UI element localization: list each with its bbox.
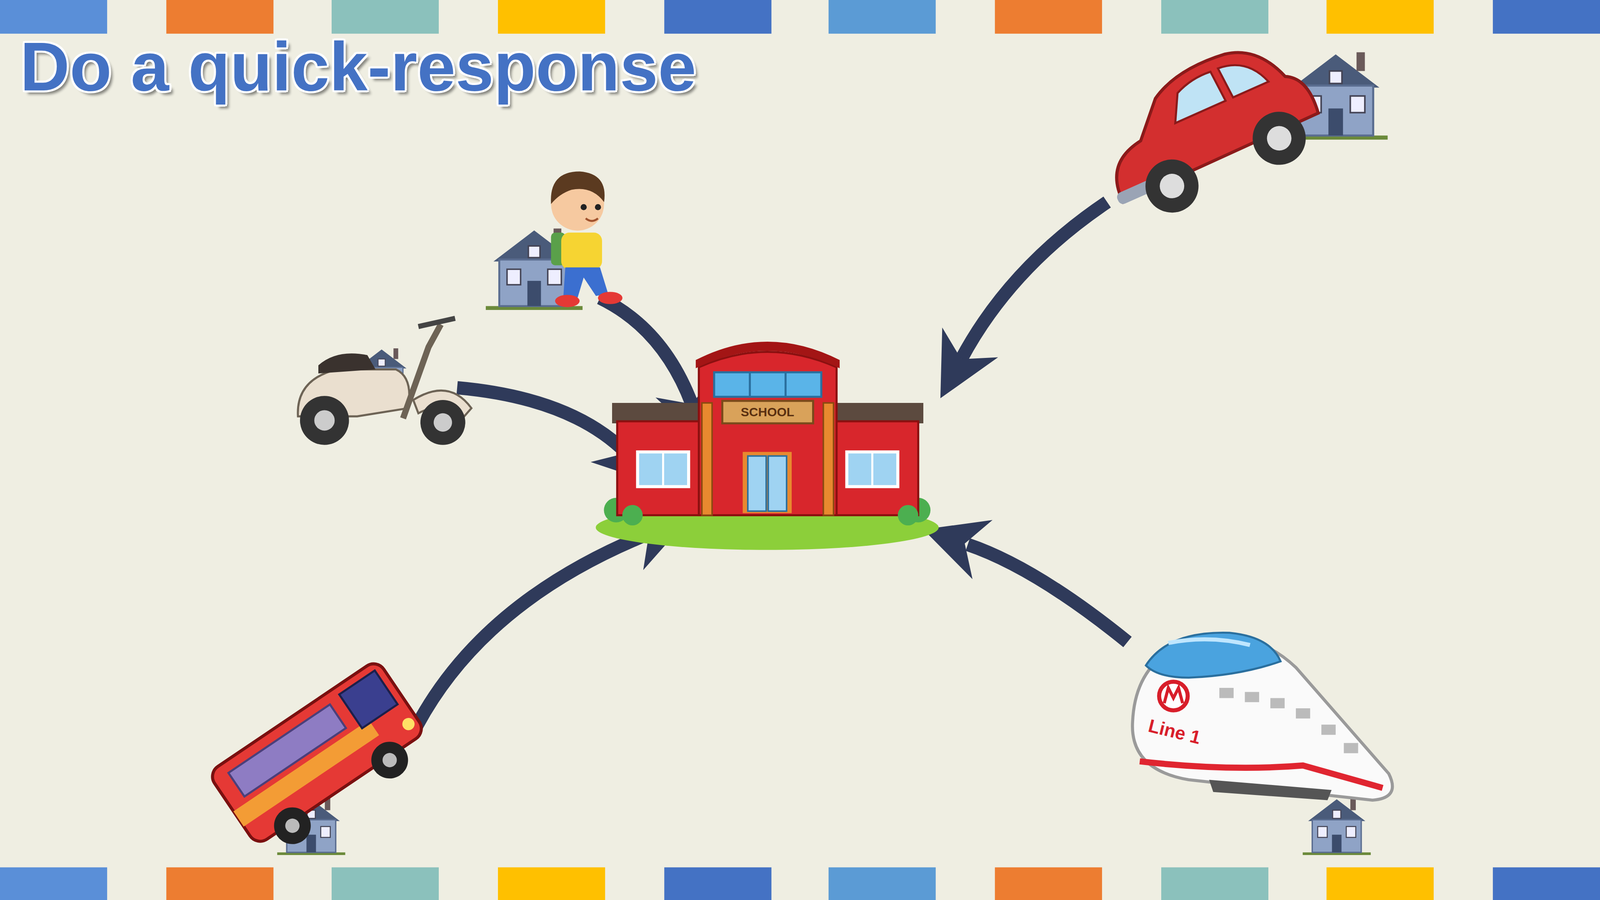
train-node: Line 1 bbox=[1127, 624, 1398, 809]
bus bbox=[207, 659, 439, 864]
school-sign: SCHOOL bbox=[722, 400, 813, 424]
school-node: SCHOOL bbox=[612, 341, 924, 546]
school-building bbox=[612, 341, 924, 546]
arrows bbox=[413, 202, 1108, 733]
car bbox=[1080, 27, 1333, 233]
arrow-shaft bbox=[967, 544, 1128, 643]
boy bbox=[550, 171, 623, 308]
flow-arrow bbox=[923, 520, 1128, 643]
slide-title: Do a quick-response bbox=[20, 32, 697, 102]
scooter bbox=[297, 318, 472, 445]
